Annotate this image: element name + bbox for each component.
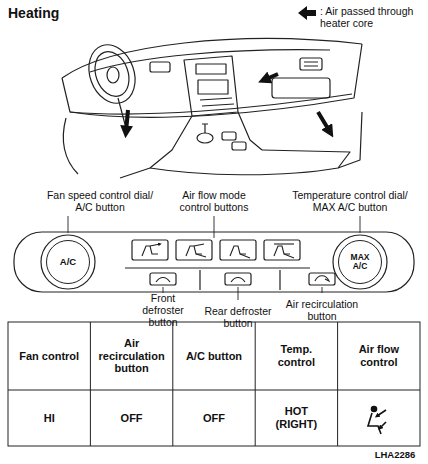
table-header: Fan control [12, 350, 86, 363]
table-cell: HOT (RIGHT) [268, 405, 324, 430]
control-dial: MAX A/C [338, 240, 382, 284]
table-cell: OFF [97, 412, 167, 425]
settings-table [8, 322, 420, 446]
part-label: Fan speed control dial/ A/C button [44, 189, 156, 213]
airflow-icon [368, 407, 386, 435]
leader-lines [68, 216, 360, 300]
table-header: Air recirculation button [94, 337, 170, 375]
dial-label: A/C [48, 257, 88, 267]
legend-text: : Air passed through heater core [320, 5, 422, 29]
part-label: Rear defroster button [203, 305, 273, 329]
part-label: Air flow mode control buttons [168, 189, 260, 213]
table-header: A/C button [184, 350, 244, 363]
heading: Heating [8, 5, 59, 21]
table-cell: OFF [179, 412, 249, 425]
figure-code: LHA2286 [365, 450, 425, 461]
airflow-arrows [126, 74, 330, 132]
part-label: Front defroster button [130, 292, 196, 328]
control-panel [14, 232, 414, 292]
dial-label: MAX A/C [343, 253, 377, 271]
button-icons [142, 244, 329, 282]
part-label: Temperature control dial/ MAX A/C button [284, 189, 416, 213]
part-label: Air recirculation button [280, 298, 364, 322]
table-cell: HI [14, 412, 84, 425]
dashboard-drawing [62, 38, 362, 178]
control-dial: A/C [46, 240, 90, 284]
table-header: Temp. control [266, 343, 326, 368]
table-header: Air flow control [349, 343, 409, 368]
legend-arrow [298, 6, 316, 20]
